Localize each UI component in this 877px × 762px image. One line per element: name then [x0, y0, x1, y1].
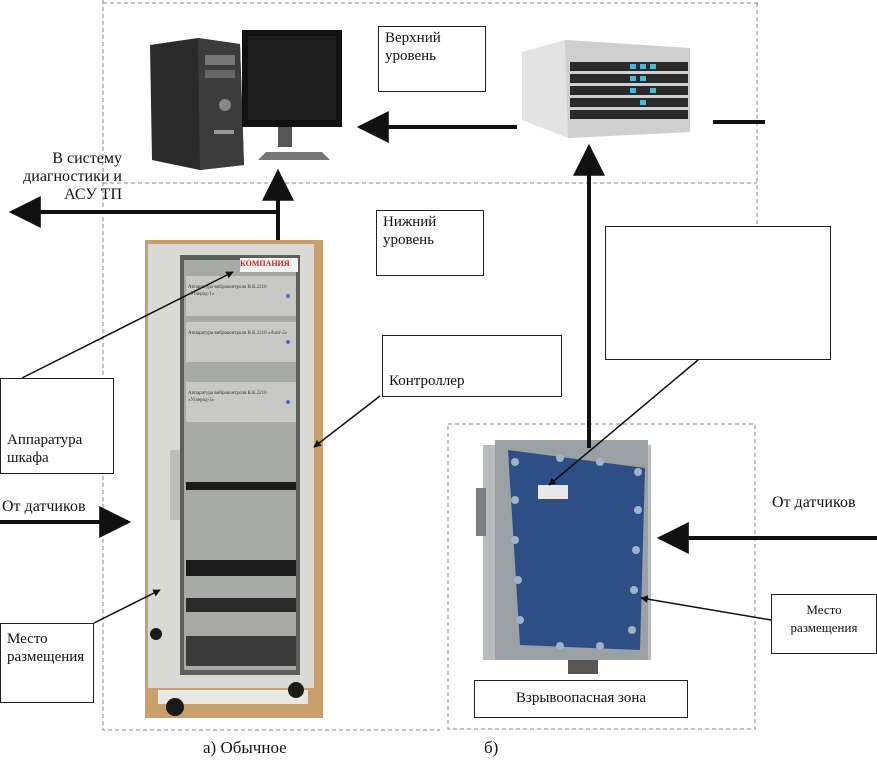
left-zone-left-edge [102, 0, 440, 731]
rack-wheel [166, 698, 184, 716]
server-icon [522, 40, 690, 138]
rack-module-2-text: Аппаратура виброконтроля В.К.2210 «Азот-… [188, 331, 288, 336]
computer-icon [150, 38, 244, 170]
junction-box-panel [508, 450, 645, 650]
rack-module-1 [186, 276, 296, 316]
diagnostics-label: В систему диагностики и АСУ ТП [23, 150, 122, 203]
left-cabinet-label: Аппаратура шкафа [0, 378, 114, 474]
left-place-label: Место размещения [0, 623, 94, 703]
rack-module-2 [186, 322, 296, 362]
rack-brand-text: КОМПАНИЯ [240, 259, 290, 268]
rack-cabinet-icon [145, 240, 323, 718]
caption-b: б) [484, 738, 499, 757]
right-controller-label [605, 226, 831, 360]
zone-boundaries [102, 0, 760, 731]
rack-module-3 [186, 382, 296, 422]
explosion-zone-boundary [447, 423, 756, 730]
right-sensors-label: От датчиков [772, 494, 856, 511]
leader-rack-brand [21, 271, 234, 379]
rack-module-1-text: Аппаратура виброконтроля В.К.2210 «Углер… [188, 285, 267, 297]
upper-level-label: Верхний уровень [378, 26, 486, 92]
right-place-label: Место размещения [771, 594, 877, 654]
callout-leaders [21, 271, 772, 624]
monitor-icon [242, 30, 342, 160]
left-sensors-label: От датчиков [2, 498, 86, 515]
leader-right-controller [548, 359, 699, 486]
rack-wheel [150, 628, 162, 640]
rack-wheel [288, 682, 304, 698]
explosion-zone-label: Взрывоопасная зона [474, 680, 688, 718]
leader-right-place [640, 595, 772, 621]
rack-module-3-text: Аппаратура виброконтроля В.К.2210 «Углер… [188, 391, 267, 403]
controller-label: Контроллер [382, 335, 562, 397]
junction-box-icon [476, 440, 651, 674]
lower-level-label: Нижний уровень [376, 210, 484, 276]
leader-left-place [93, 589, 161, 624]
caption-a: а) Обычное [203, 738, 287, 757]
connections [0, 111, 877, 554]
leader-controller [313, 395, 381, 448]
junction-box-plate [538, 485, 568, 499]
rack-door-handle [170, 450, 180, 520]
